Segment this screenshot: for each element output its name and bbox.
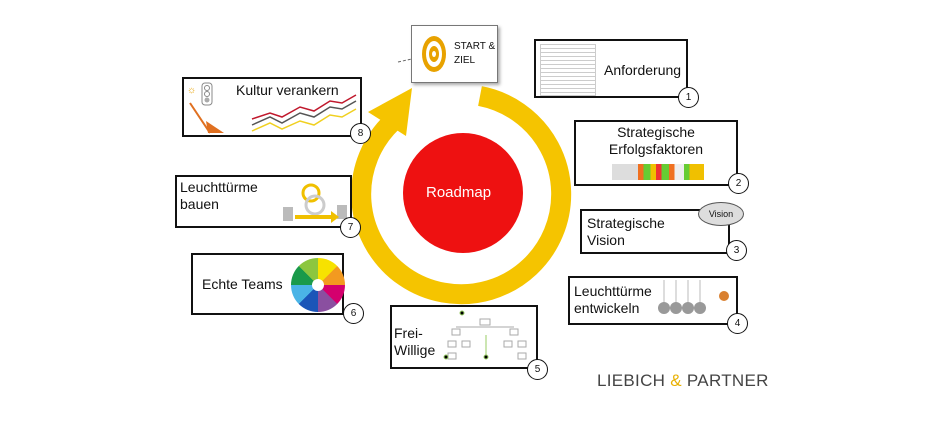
step-1-badge: 1	[678, 87, 699, 108]
step-6-label: Echte Teams	[202, 276, 283, 292]
step-8-badge: 8	[350, 123, 371, 144]
center-circle	[403, 133, 523, 253]
vision-speech-bubble: Vision	[698, 202, 744, 226]
step-3-badge: 3	[726, 240, 747, 261]
step-1-label: Anforderung	[604, 62, 682, 78]
requirements-table-icon	[540, 44, 596, 96]
team-wheel-icon	[291, 258, 345, 312]
cycle-arrow-arc	[351, 86, 572, 305]
center-label: Roadmap	[426, 184, 492, 201]
newtons-cradle-icon	[658, 280, 729, 314]
step-6-badge: 6	[343, 303, 364, 324]
step-5-label: Frei-Willige	[394, 325, 436, 358]
company-logo: LIEBICH & PARTNER	[597, 371, 769, 390]
step-5-badge: 5	[527, 359, 548, 380]
step-5-box: Frei-Willige	[390, 305, 538, 369]
step-8-label: Kultur verankern	[236, 82, 339, 98]
step-8-box: Kultur verankern ☼	[182, 77, 362, 137]
target-icon	[422, 36, 446, 72]
rising-lines-chart-icon	[251, 94, 357, 132]
svg-text:☼: ☼	[187, 85, 196, 96]
cycle-arrowhead-icon	[368, 88, 412, 136]
step-7-badge: 7	[340, 217, 361, 238]
step-2-badge: 2	[728, 173, 749, 194]
step-1-box: Anforderung	[534, 39, 688, 98]
traffic-light-road-icon: ☼	[187, 82, 224, 134]
org-chart-icon	[443, 310, 527, 360]
start-label: START &ZIEL	[454, 41, 496, 66]
cycle-process-icon	[283, 183, 347, 223]
success-factors-chart-icon	[612, 164, 704, 180]
start-goal-box: START &ZIEL	[411, 25, 498, 83]
step-6-box: Echte Teams	[191, 253, 345, 315]
step-4-badge: 4	[727, 313, 748, 334]
